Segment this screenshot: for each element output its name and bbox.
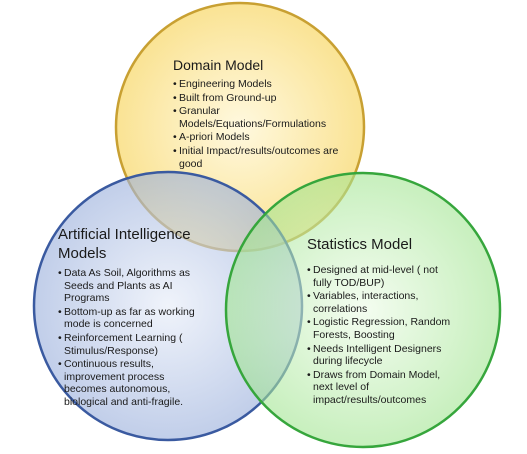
statistics-model-title: Statistics Model — [307, 236, 413, 253]
domain-model-list: Engineering ModelsBuilt from Ground-upGr… — [173, 78, 353, 170]
ai-models-title: Artificial Intelligence Models — [58, 225, 238, 263]
ai-models-list-item: Reinforcement Learning ( Stimulus/Respon… — [58, 332, 208, 357]
domain-model-list-item: Built from Ground-up — [173, 92, 353, 105]
ai-models-list-item: Data As Soil, Algorithms as Seeds and Pl… — [58, 267, 208, 305]
ai-models-title-line1: Artificial Intelligence — [58, 226, 191, 243]
domain-model-title: Domain Model — [173, 57, 264, 73]
ai-models-block: Artificial Intelligence Models Data As S… — [58, 225, 238, 410]
statistics-model-list-item: Needs Intelligent Designers during lifec… — [307, 343, 457, 368]
statistics-model-list: Designed at mid-level ( not fully TOD/BU… — [307, 264, 457, 407]
domain-model-list-item: Granular Models/Equations/Formulations — [173, 105, 353, 130]
domain-model-list-item: Engineering Models — [173, 78, 353, 91]
ai-models-list-item: Continuous results, improvement process … — [58, 358, 208, 408]
statistics-model-list-item: Variables, interactions, correlations — [307, 290, 457, 315]
ai-models-list: Data As Soil, Algorithms as Seeds and Pl… — [58, 267, 208, 409]
domain-model-list-item: A-priori Models — [173, 131, 353, 144]
ai-models-list-item: Bottom-up as far as working mode is conc… — [58, 306, 208, 331]
statistics-model-list-item: Designed at mid-level ( not fully TOD/BU… — [307, 264, 457, 289]
statistics-model-block: Statistics Model Designed at mid-level (… — [307, 235, 457, 408]
domain-model-list-item: Initial Impact/results/outcomes are good — [173, 145, 353, 170]
statistics-model-list-item: Logistic Regression, Random Forests, Boo… — [307, 316, 457, 341]
ai-models-title-line2: Models — [58, 245, 107, 262]
domain-model-block: Domain Model Engineering ModelsBuilt fro… — [173, 57, 353, 171]
statistics-model-list-item: Draws from Domain Model, next level of i… — [307, 369, 457, 407]
